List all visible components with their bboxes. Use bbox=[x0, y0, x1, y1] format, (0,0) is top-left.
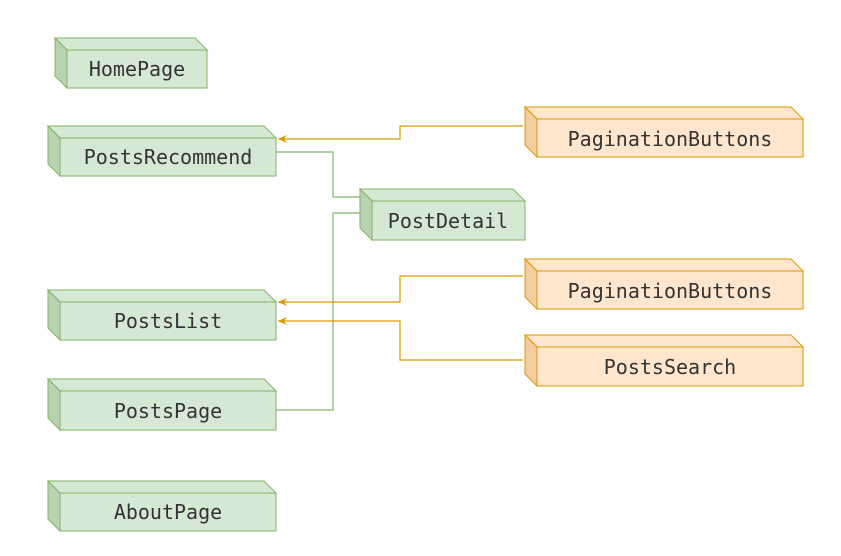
edge-pagination-to-postsrecommend bbox=[278, 125, 523, 143]
node-posts-search-label: PostsSearch bbox=[604, 355, 736, 379]
node-posts-page-label: PostsPage bbox=[114, 399, 222, 423]
node-posts-list-label: PostsList bbox=[114, 309, 222, 333]
node-about-page-label: AboutPage bbox=[114, 500, 222, 524]
node-posts-recommend[interactable]: PostsRecommend bbox=[46, 124, 278, 178]
node-posts-recommend-label: PostsRecommend bbox=[84, 145, 253, 169]
node-pagination-buttons-top[interactable]: PaginationButtons bbox=[523, 105, 805, 159]
edge-pagination-to-postslist bbox=[278, 275, 523, 306]
node-home-page-label: HomePage bbox=[89, 57, 185, 81]
node-about-page[interactable]: AboutPage bbox=[46, 479, 278, 533]
node-post-detail[interactable]: PostDetail bbox=[358, 187, 527, 242]
node-post-detail-label: PostDetail bbox=[388, 209, 508, 233]
node-pagination-buttons-list-label: PaginationButtons bbox=[568, 279, 773, 303]
edge-postspage-to-postdetail bbox=[276, 209, 370, 411]
edge-postsrecommend-to-postdetail bbox=[276, 151, 370, 201]
node-pagination-buttons-list[interactable]: PaginationButtons bbox=[523, 257, 805, 311]
connectors bbox=[276, 125, 523, 411]
node-pagination-buttons-top-label: PaginationButtons bbox=[568, 127, 773, 151]
node-home-page[interactable]: HomePage bbox=[53, 36, 209, 90]
node-posts-list[interactable]: PostsList bbox=[46, 288, 278, 342]
node-posts-search[interactable]: PostsSearch bbox=[523, 333, 805, 388]
edge-postssearch-to-postslist bbox=[278, 317, 523, 361]
node-posts-page[interactable]: PostsPage bbox=[46, 377, 278, 432]
